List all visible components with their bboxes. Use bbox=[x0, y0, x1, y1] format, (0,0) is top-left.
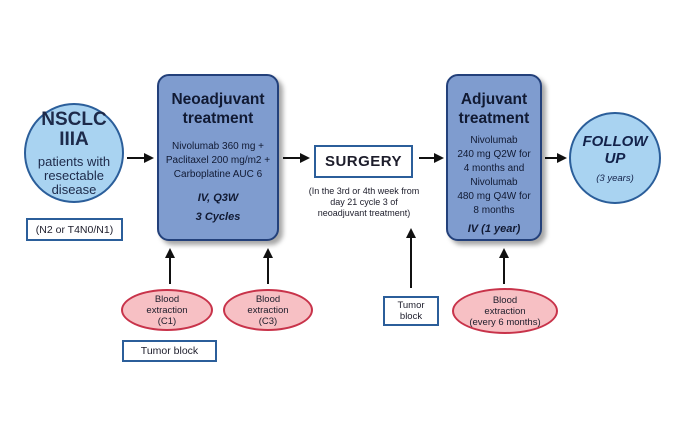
adjuvant-box: Adjuvant treatment Nivolumab 240 mg Q2W … bbox=[446, 74, 542, 241]
follow-up-circle: FOLLOW UP (3 years) bbox=[569, 112, 661, 204]
adjuvant-body-1: Nivolumab bbox=[470, 135, 518, 146]
adjuvant-title-2: treatment bbox=[458, 110, 530, 127]
neoadjuvant-cycles: 3 Cycles bbox=[195, 211, 241, 223]
neoadjuvant-drug-2: Paclitaxel 200 mg/m2 + bbox=[165, 155, 271, 166]
adjuvant-body-2: 240 mg Q2W for bbox=[457, 149, 531, 160]
adjuvant-body: Nivolumab 240 mg Q2W for 4 months and Ni… bbox=[457, 134, 530, 218]
neoadjuvant-drug-1: Nivolumab 360 mg + bbox=[172, 141, 264, 152]
nsclc-sub-2: resectable bbox=[44, 167, 104, 183]
follow-up-title-1: FOLLOW bbox=[582, 132, 648, 150]
surgery-note-1: (In the 3rd or 4th week from bbox=[308, 186, 420, 196]
nsclc-circle: NSCLC IIIA patients with resectable dise… bbox=[24, 103, 124, 203]
blood-6m-line2: extraction bbox=[484, 305, 526, 317]
surgery-note-3: neoadjuvant treatment) bbox=[317, 208, 411, 218]
surgery-label: SURGERY bbox=[324, 153, 403, 170]
staging-label: (N2 or T4N0/N1) bbox=[26, 218, 123, 241]
neoadjuvant-title-2: treatment bbox=[182, 110, 254, 127]
follow-up-title-2: UP bbox=[604, 149, 626, 167]
blood-c3-line3: (C3) bbox=[258, 315, 278, 327]
blood-c1-line2: extraction bbox=[146, 304, 188, 316]
nsclc-title-2: IIIA bbox=[59, 128, 89, 150]
adjuvant-body-5: 480 mg Q4W for bbox=[457, 191, 531, 202]
adjuvant-schedule: IV (1 year) bbox=[467, 223, 521, 235]
nsclc-sub-1: patients with bbox=[37, 153, 111, 169]
nsclc-sub-3: disease bbox=[51, 181, 97, 197]
adjuvant-title-1: Adjuvant bbox=[460, 91, 528, 108]
tumor-block-2: Tumor block bbox=[383, 296, 439, 326]
nsclc-title-1: NSCLC bbox=[41, 108, 107, 130]
blood-c3-line1: Blood bbox=[255, 293, 281, 305]
blood-extraction-c1: Blood extraction (C1) bbox=[121, 289, 213, 331]
neoadjuvant-drug-3: Carboplatine AUC 6 bbox=[173, 169, 263, 180]
surgery-note: (In the 3rd or 4th week from day 21 cycl… bbox=[288, 186, 440, 219]
tumor-block-1-text: Tumor block bbox=[140, 345, 199, 357]
blood-6m-line1: Blood bbox=[492, 294, 518, 306]
tumor-block-2-line2: block bbox=[399, 311, 423, 322]
neoadjuvant-box: Neoadjuvant treatment Nivolumab 360 mg +… bbox=[157, 74, 279, 241]
tumor-block-2-line1: Tumor bbox=[397, 300, 425, 311]
surgery-box: SURGERY bbox=[314, 145, 413, 178]
adjuvant-body-6: 8 months bbox=[473, 205, 515, 216]
neoadjuvant-drugs: Nivolumab 360 mg + Paclitaxel 200 mg/m2 … bbox=[166, 140, 270, 182]
blood-6m-line3: (every 6 months) bbox=[469, 316, 541, 328]
surgery-note-2: day 21 cycle 3 of bbox=[330, 197, 398, 207]
neoadjuvant-title-1: Neoadjuvant bbox=[171, 91, 265, 108]
blood-c1-line3: (C1) bbox=[157, 315, 177, 327]
follow-up-duration: (3 years) bbox=[596, 172, 634, 184]
blood-extraction-6m: Blood extraction (every 6 months) bbox=[452, 288, 558, 334]
adjuvant-body-4: Nivolumab bbox=[470, 177, 518, 188]
tumor-block-1: Tumor block bbox=[122, 340, 217, 362]
nsclc-sub: patients with resectable disease bbox=[37, 153, 111, 197]
neoadjuvant-schedule: IV, Q3W bbox=[197, 192, 239, 204]
blood-extraction-c3: Blood extraction (C3) bbox=[223, 289, 313, 331]
blood-c3-line2: extraction bbox=[247, 304, 289, 316]
adjuvant-body-3: 4 months and bbox=[463, 163, 525, 174]
blood-c1-line1: Blood bbox=[154, 293, 180, 305]
staging-text: (N2 or T4N0/N1) bbox=[35, 223, 114, 236]
